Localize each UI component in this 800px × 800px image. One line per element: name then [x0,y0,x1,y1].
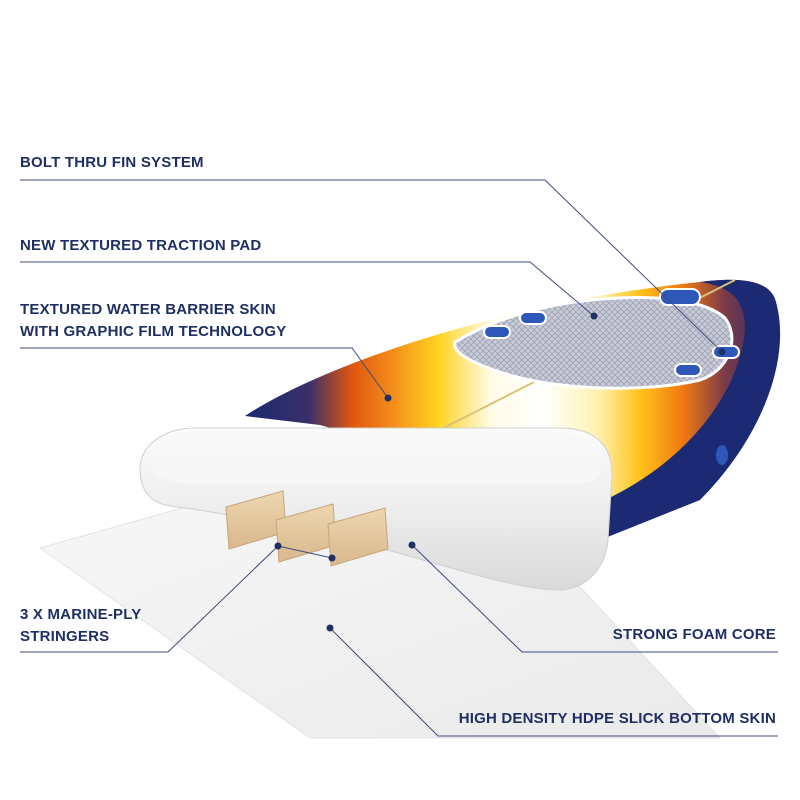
leader-dots [274,312,726,632]
label-bottom-skin: HIGH DENSITY HDPE SLICK BOTTOM SKIN [459,708,776,730]
label-bolt-thru-fin-system-text: BOLT THRU FIN SYSTEM [20,154,204,171]
label-water-barrier-skin-line2: WITH GRAPHIC FILM TECHNOLOGY [20,323,287,340]
label-stringers-line1: 3 X MARINE-PLY [20,606,142,623]
marine-ply-stringers [225,490,389,567]
leader-lines [20,179,778,737]
label-water-barrier-skin: TEXTURED WATER BARRIER SKIN WITH GRAPHIC… [20,299,286,343]
label-stringers: 3 X MARINE-PLY STRINGERS [20,604,141,648]
label-bottom-skin-text: HIGH DENSITY HDPE SLICK BOTTOM SKIN [458,710,776,727]
label-stringers-line2: STRINGERS [20,628,110,645]
board-rail [600,279,781,540]
label-traction-pad: NEW TEXTURED TRACTION PAD [20,235,261,257]
label-traction-pad-text: NEW TEXTURED TRACTION PAD [20,237,262,254]
label-foam-core: STRONG FOAM CORE [613,624,776,646]
label-foam-core-text: STRONG FOAM CORE [612,626,776,643]
label-bolt-thru-fin-system: BOLT THRU FIN SYSTEM [20,152,204,174]
label-water-barrier-skin-line1: TEXTURED WATER BARRIER SKIN [20,301,276,318]
foam-core-top [150,432,600,484]
